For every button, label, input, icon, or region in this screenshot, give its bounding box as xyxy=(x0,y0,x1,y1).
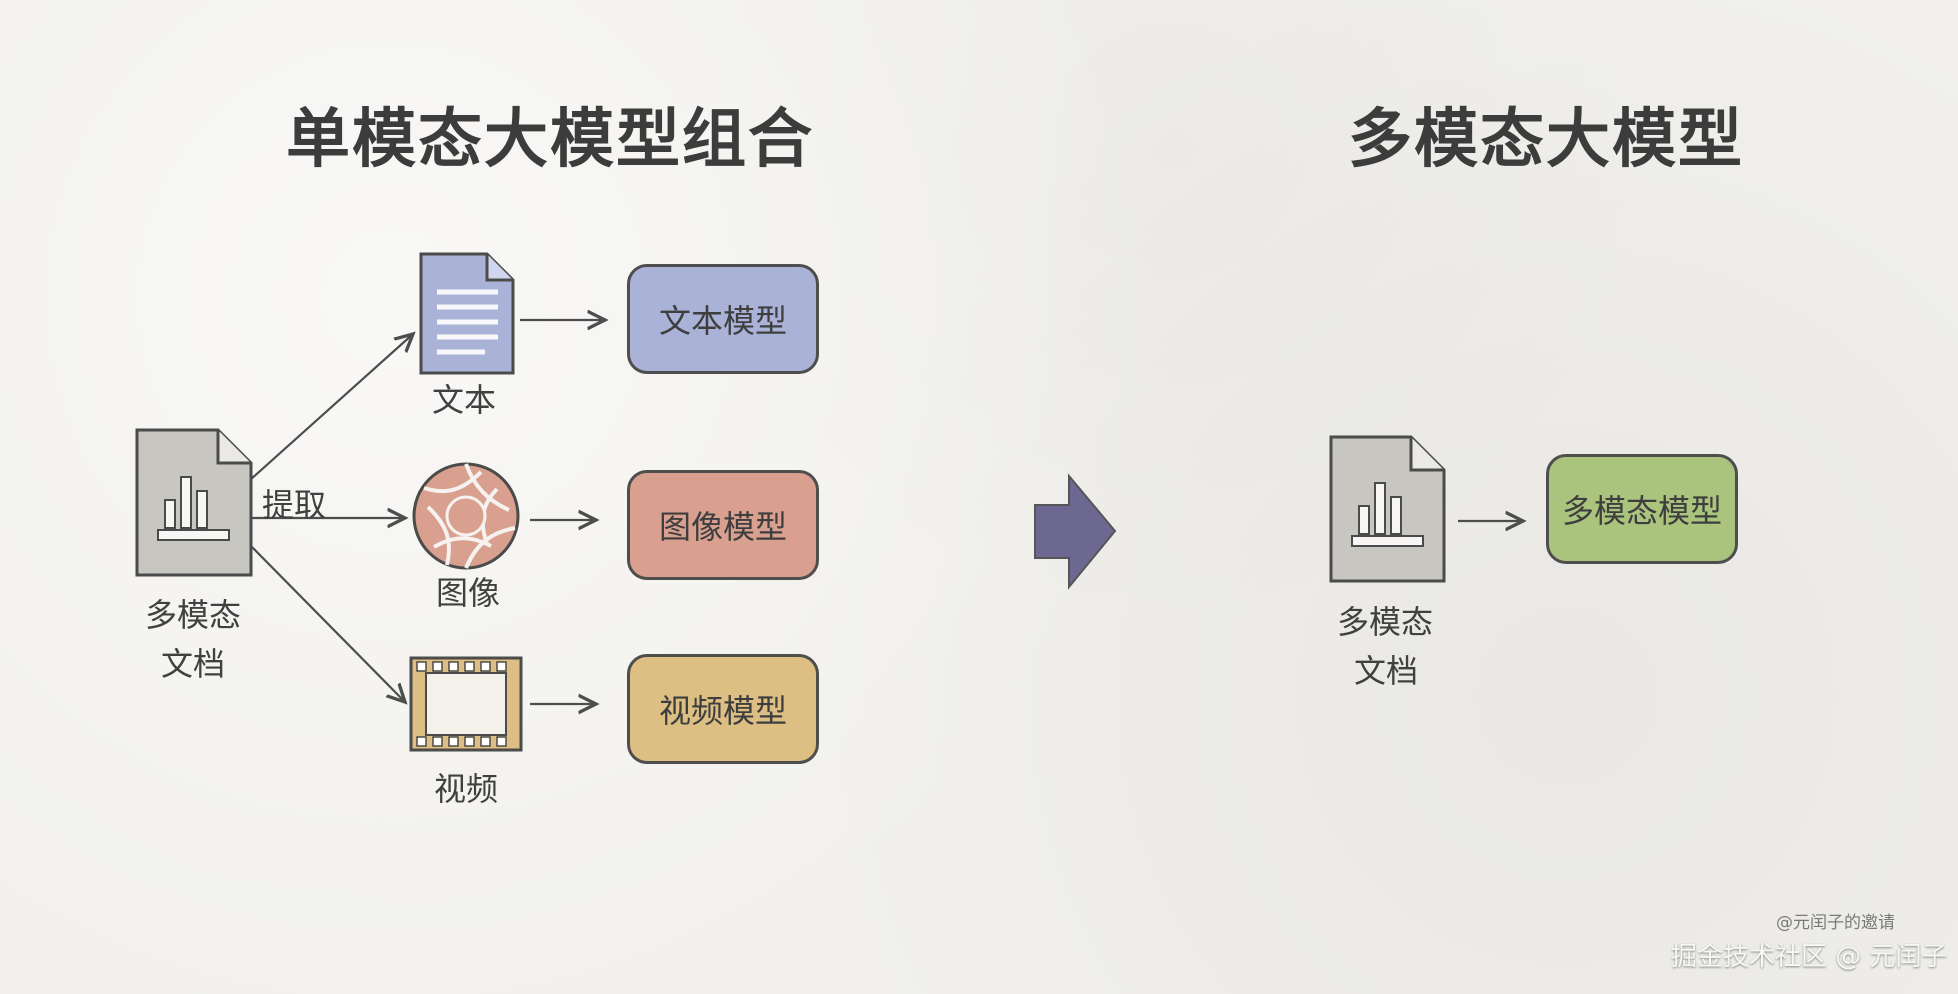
right-document-label-line2: 文档 xyxy=(1354,652,1419,690)
film-strip-icon xyxy=(409,656,523,752)
left-document-label-line2: 文档 xyxy=(161,645,226,683)
right-title: 多模态大模型 xyxy=(1348,103,1744,177)
text-model-box: 文本模型 xyxy=(627,264,819,374)
small-watermark: @元闰子的邀请 xyxy=(1776,913,1895,933)
left-title: 单模态大模型组合 xyxy=(286,103,814,177)
image-model-box: 图像模型 xyxy=(627,470,819,580)
video-label: 视频 xyxy=(434,770,499,808)
text-label: 文本 xyxy=(432,381,497,419)
extract-arrow-video xyxy=(249,544,405,702)
document-chart-icon xyxy=(135,428,253,577)
multimodal-model-box: 多模态模型 xyxy=(1546,454,1738,564)
camera-aperture-icon xyxy=(412,462,520,570)
image-label: 图像 xyxy=(436,574,501,612)
document-chart-icon-right xyxy=(1329,435,1446,583)
extract-label: 提取 xyxy=(262,486,327,524)
extract-arrow-text xyxy=(249,334,413,481)
video-model-box: 视频模型 xyxy=(627,654,819,764)
text-document-icon xyxy=(419,252,515,375)
left-document-label-line1: 多模态 xyxy=(145,596,242,634)
right-document-label-line1: 多模态 xyxy=(1337,603,1434,641)
main-watermark: 掘金技术社区 @ 元闰子 xyxy=(1671,942,1948,972)
